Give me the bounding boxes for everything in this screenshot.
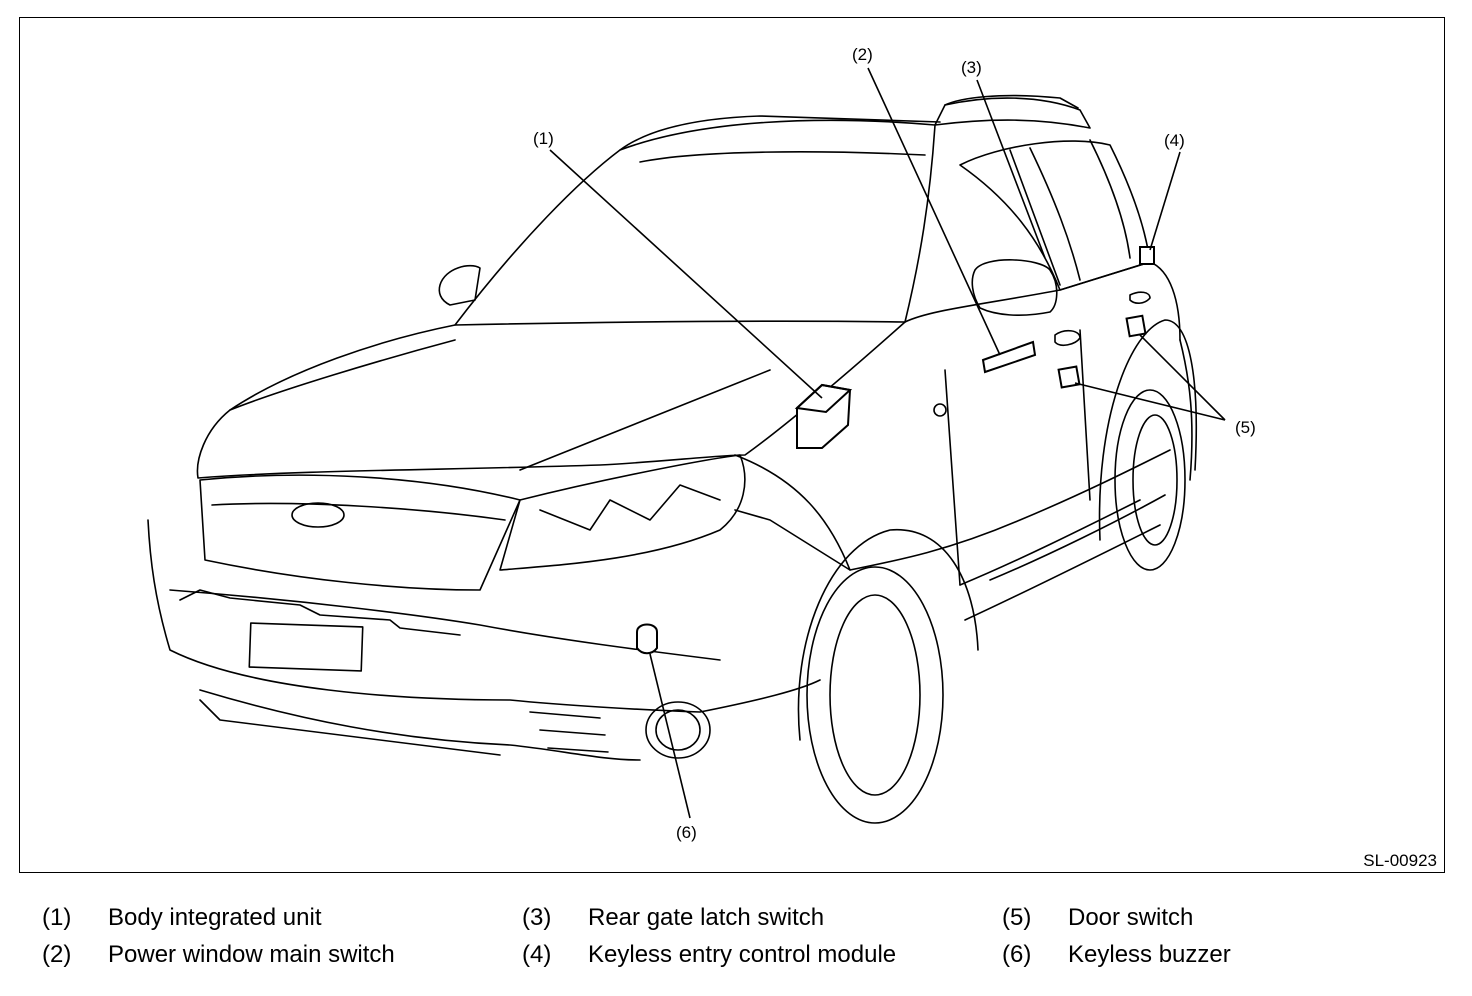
legend-num: (3): [522, 904, 552, 931]
hood-outline: [196, 321, 906, 479]
front-wheel-arch: [797, 529, 979, 741]
door-handle-rear: [1129, 291, 1151, 304]
callout-1: (1): [533, 129, 554, 148]
legend-num: (4): [522, 941, 552, 968]
legend: (1) Body integrated unit (2) Power windo…: [0, 890, 1472, 990]
leader-line-5b: [1074, 382, 1226, 421]
leader-line-1: [549, 149, 823, 399]
callout-6: (6): [676, 823, 697, 842]
leader-line-5a: [1139, 334, 1226, 421]
legend-num: (6): [1002, 941, 1032, 968]
keyless-entry-control-module: [1139, 246, 1155, 265]
legend-num: (2): [42, 941, 72, 968]
legend-num: (1): [42, 904, 72, 931]
legend-text: Rear gate latch switch: [588, 904, 825, 931]
leader-line-6: [649, 653, 691, 819]
legend-text: Door switch: [1068, 904, 1194, 931]
diagram-frame: [19, 17, 1445, 873]
legend-text: Keyless buzzer: [1068, 941, 1231, 968]
callout-2: (2): [852, 45, 873, 64]
leader-line-3: [976, 79, 1046, 259]
brand-emblem: [291, 502, 345, 528]
callout-3: (3): [961, 58, 982, 77]
car-illustration: (1) (2) (3) (4) (5) (6) SL-00923: [147, 45, 1437, 870]
legend-text: Body integrated unit: [108, 904, 322, 931]
windshield-outline: [454, 119, 936, 326]
body-integrated-unit: [796, 383, 852, 449]
callout-5: (5): [1235, 418, 1256, 437]
power-window-main-switch: [981, 340, 1037, 374]
leader-line-4: [1149, 151, 1181, 251]
front-bumper-outline: [147, 519, 821, 713]
grille-outline: [199, 474, 521, 591]
front-wheel: [806, 566, 944, 824]
legend-num: (5): [1002, 904, 1032, 931]
license-plate: [248, 622, 364, 672]
legend-text: Power window main switch: [108, 941, 395, 968]
left-mirror-outline: [438, 264, 481, 306]
callout-4: (4): [1164, 131, 1185, 150]
door-switch-front: [1057, 365, 1081, 389]
figure-code: SL-00923: [1363, 851, 1437, 870]
headlight-outline: [499, 454, 746, 571]
keyless-buzzer: [636, 623, 658, 655]
rear-wheel: [1114, 389, 1186, 571]
door-switch-rear: [1125, 314, 1147, 338]
door-handle-front: [1054, 329, 1081, 347]
right-mirror-outline: [971, 259, 1058, 316]
fog-light: [645, 701, 711, 759]
legend-text: Keyless entry control module: [588, 941, 897, 968]
leader-line-2: [867, 67, 1001, 356]
